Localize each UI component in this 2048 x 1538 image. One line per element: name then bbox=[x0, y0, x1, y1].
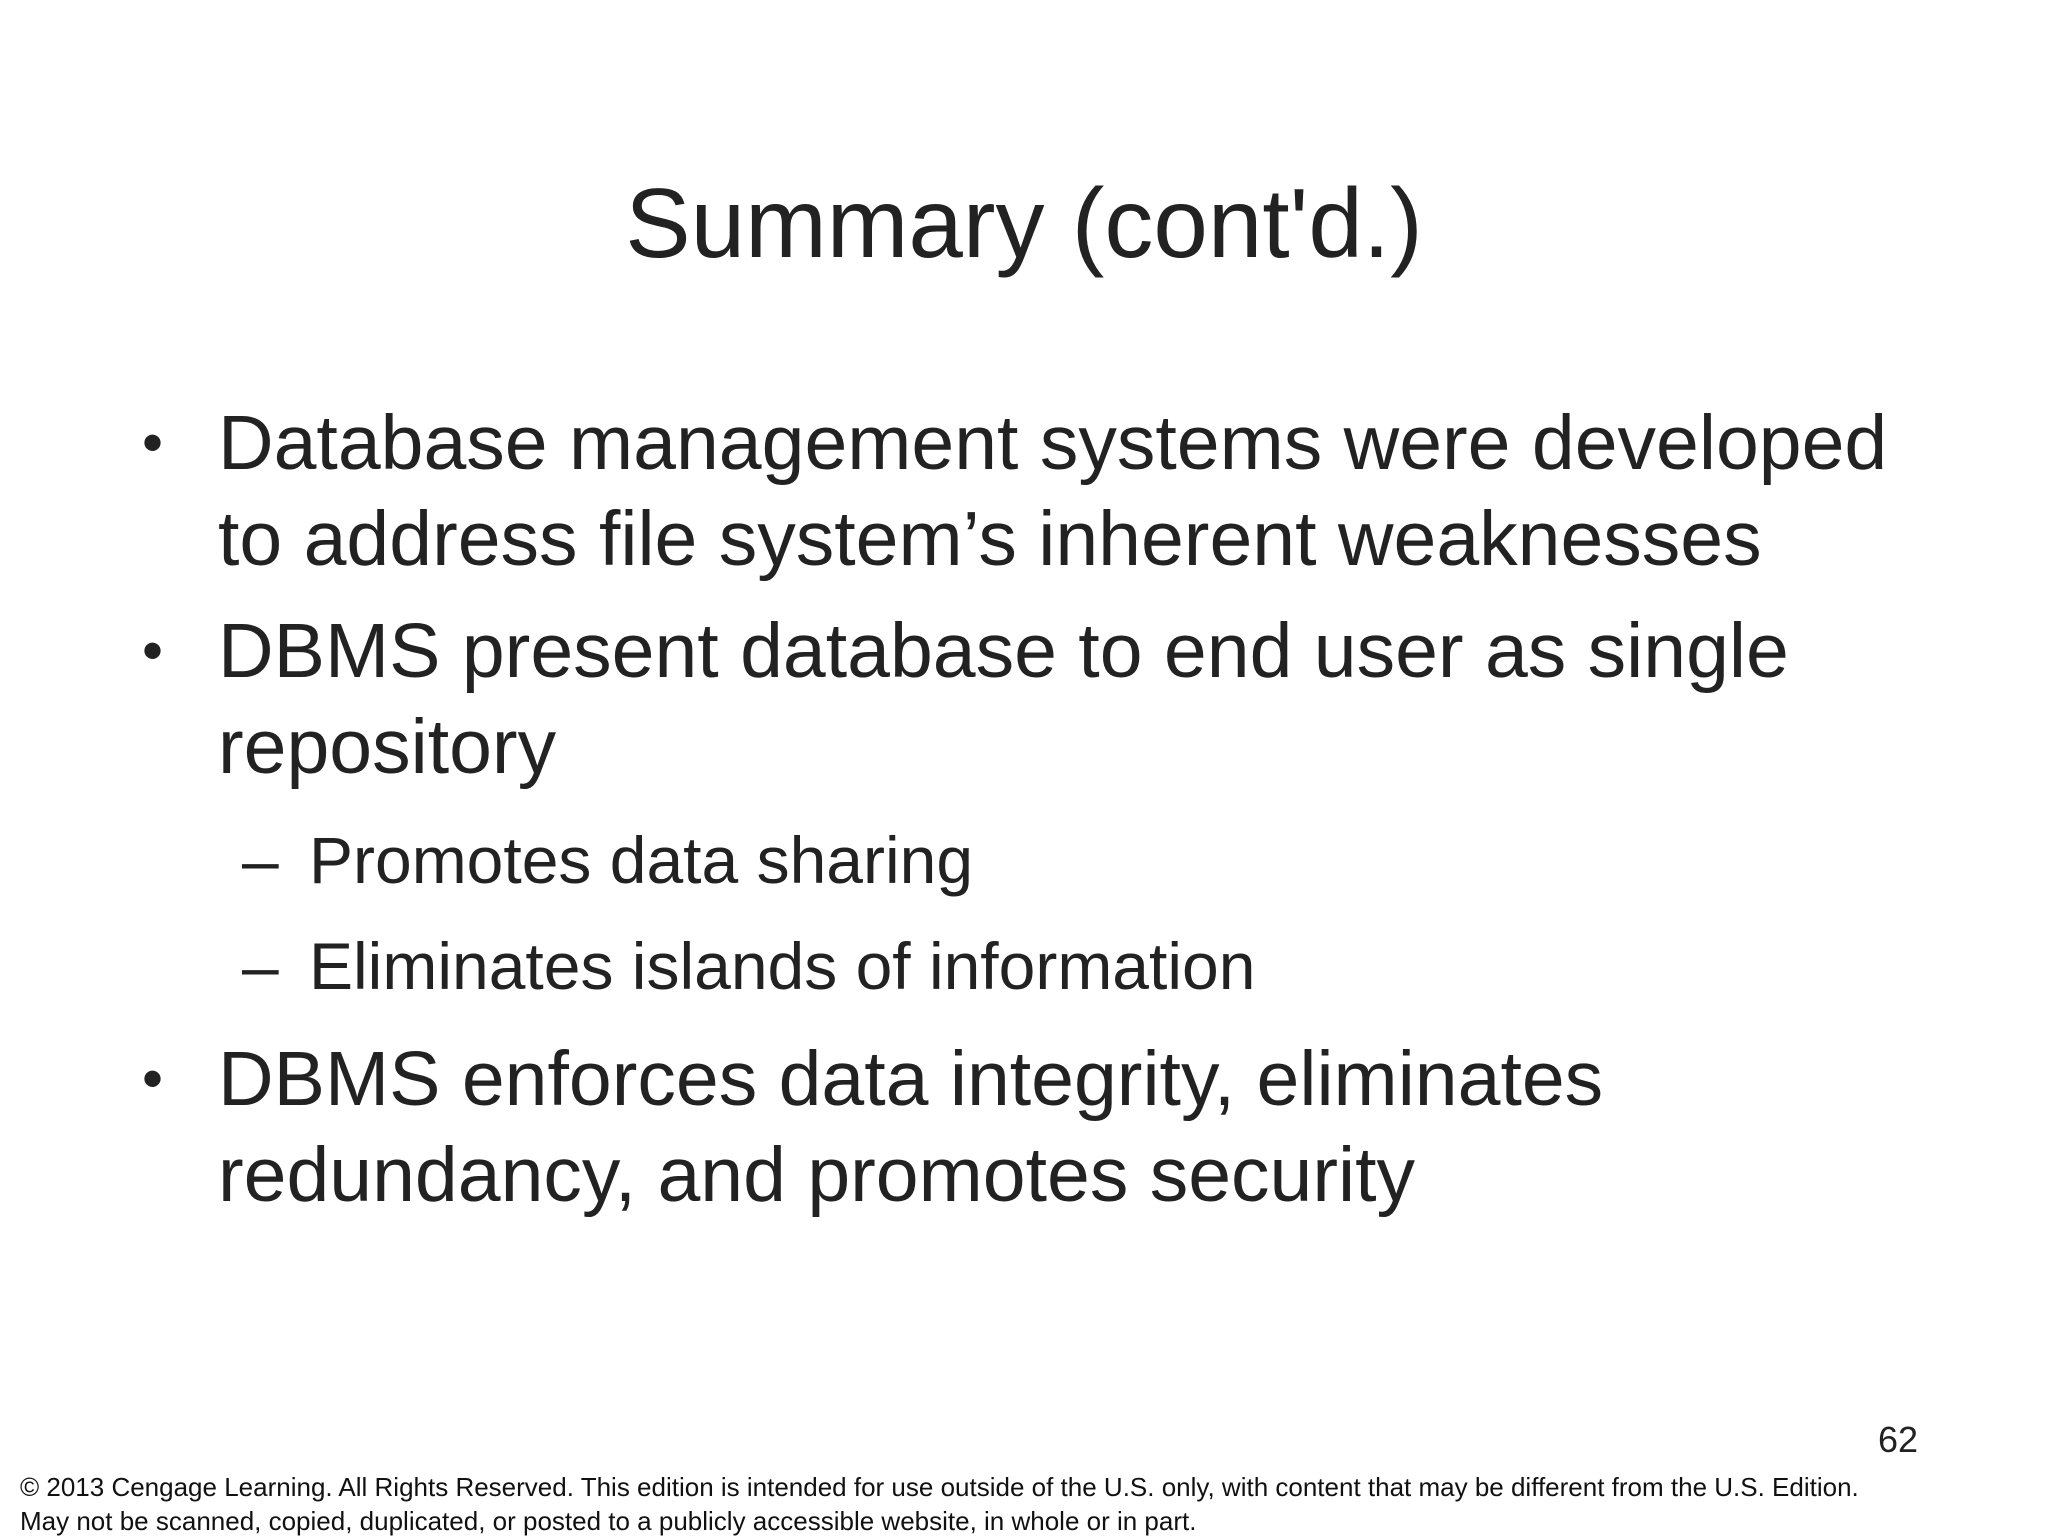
bullet-item: • DBMS enforces data integrity, eliminat… bbox=[0, 1031, 1898, 1223]
bullet-item: • DBMS present database to end user as s… bbox=[0, 603, 1898, 795]
bullet-text: DBMS enforces data integrity, eliminates… bbox=[218, 1036, 1604, 1218]
bullet-item: • Database management systems were devel… bbox=[0, 395, 1898, 587]
slide-title: Summary (cont'd.) bbox=[625, 168, 1423, 278]
copyright-footer: © 2013 Cengage Learning. All Rights Rese… bbox=[20, 1470, 2030, 1538]
page-number: 62 bbox=[1877, 1419, 1918, 1460]
bullet-marker: • bbox=[142, 617, 164, 684]
bullet-marker: • bbox=[142, 1045, 164, 1112]
footer-line-2: May not be scanned, copied, duplicated, … bbox=[20, 1506, 1197, 1536]
bullet-text: DBMS present database to end user as sin… bbox=[218, 608, 1789, 790]
sub-bullet-marker: – bbox=[242, 929, 279, 1003]
bullet-list: • Database management systems were devel… bbox=[0, 395, 2048, 1239]
bullet-text: Database management systems were develop… bbox=[218, 400, 1888, 582]
sub-bullet-item: – Promotes data sharing bbox=[0, 819, 1909, 901]
sub-bullet-text: Eliminates islands of information bbox=[309, 929, 1256, 1003]
footer-line-1: © 2013 Cengage Learning. All Rights Rese… bbox=[20, 1472, 1859, 1502]
bullet-marker: • bbox=[142, 409, 164, 476]
sub-bullet-marker: – bbox=[242, 823, 279, 897]
sub-bullet-text: Promotes data sharing bbox=[309, 823, 974, 897]
sub-bullet-item: – Eliminates islands of information bbox=[0, 925, 1909, 1007]
